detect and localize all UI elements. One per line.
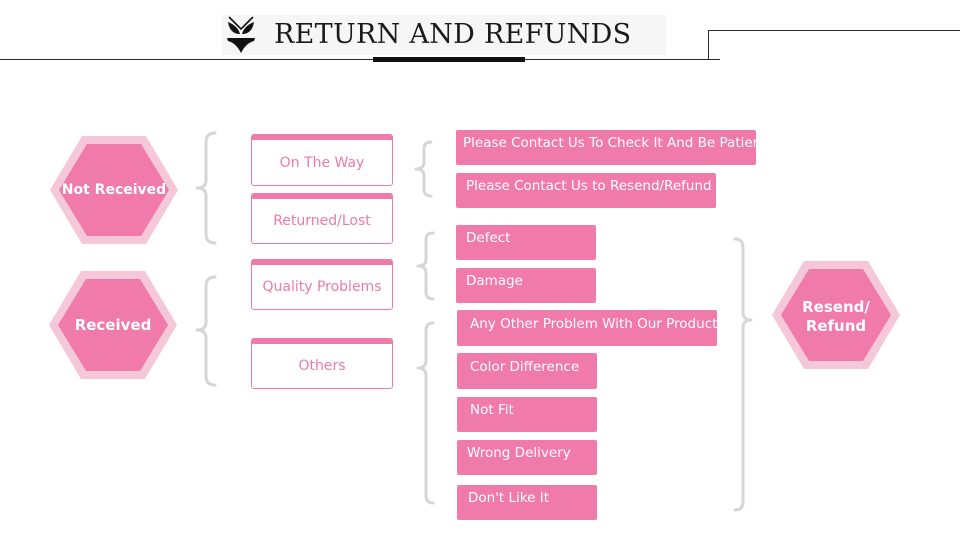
hex-label-not-received: Not Received [61, 181, 167, 198]
bracket-others [416, 321, 435, 505]
reason-label: Any Other Problem With Our Products [470, 315, 725, 332]
status-others: Others [251, 338, 393, 389]
reason-dont-like-it: Don't Like It [457, 485, 597, 520]
reason-label: Damage [466, 273, 523, 289]
reason-label: Defect [466, 230, 511, 246]
action-resend-refund: Please Contact Us to Resend/Refund [456, 173, 716, 208]
reason-other-problem: Any Other Problem With Our Products [457, 310, 724, 346]
reason-wrong-delivery: Wrong Delivery [457, 440, 597, 475]
hex-label-resend-refund: Resend/ Refund [771, 259, 901, 371]
reason-label: Wrong Delivery [467, 445, 571, 461]
reason-label: Don't Like It [468, 490, 549, 506]
header-rule-left [0, 59, 720, 60]
header-rule-step [708, 30, 709, 60]
hexagon-shape [772, 261, 900, 369]
reason-label: Not Fit [470, 402, 514, 418]
bikini-logo-icon [227, 16, 255, 53]
bracket-not-received [195, 131, 217, 245]
action-check-and-wait: Please Contact Us To Check It And Be Pat… [456, 130, 767, 165]
reason-color-difference: Color Difference [457, 353, 597, 389]
title-underline [373, 57, 525, 62]
bracket-on-the-way [414, 140, 433, 198]
page-title: RETURN AND REFUNDS [274, 19, 632, 50]
action-label: Please Contact Us to Resend/Refund [466, 178, 712, 194]
reason-defect: Defect [456, 225, 596, 260]
status-on-the-way: On The Way [251, 134, 393, 186]
bracket-outcome [733, 237, 753, 512]
outcome-line-2: Refund [805, 317, 867, 335]
hex-label-received: Received [74, 315, 152, 334]
header-rule-right [708, 30, 960, 31]
hex-not-received: Not Received [49, 134, 179, 246]
bracket-quality [416, 231, 435, 301]
action-label: Please Contact Us To Check It And Be Pat… [463, 135, 767, 151]
reason-damage: Damage [456, 268, 596, 303]
bracket-received [195, 275, 217, 387]
status-returned-lost: Returned/Lost [251, 193, 393, 244]
reason-not-fit: Not Fit [457, 397, 597, 432]
hexagon-shape [49, 271, 177, 379]
hex-resend-refund: Resend/ Refund [771, 259, 901, 371]
title-background [222, 15, 666, 55]
hexagon-shape [50, 136, 178, 244]
status-quality-problems: Quality Problems [251, 259, 393, 310]
hex-received: Received [48, 269, 178, 381]
reason-label: Color Difference [470, 358, 580, 375]
outcome-line-1: Resend/ [802, 298, 870, 316]
